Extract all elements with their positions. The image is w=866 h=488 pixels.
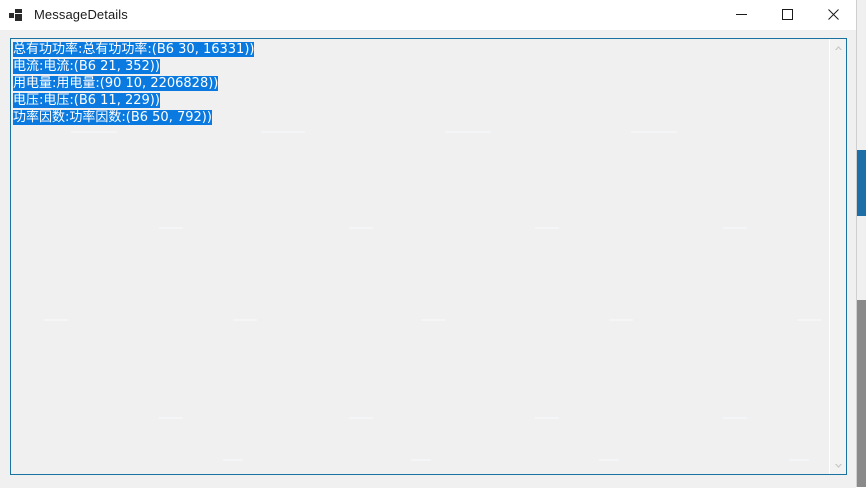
text-line: 电压:电压:(B6 11, 229)) bbox=[13, 92, 829, 109]
text-line: 总有功功率:总有功功率:(B6 30, 16331)) bbox=[13, 41, 829, 58]
scrollbar-up-button[interactable] bbox=[830, 39, 846, 56]
text-line: 用电量:用电量:(90 10, 2206828)) bbox=[13, 75, 829, 92]
background-window-scrollbar[interactable] bbox=[856, 0, 866, 487]
text-line-selected: 用电量:用电量:(90 10, 2206828)) bbox=[13, 76, 219, 91]
maximize-icon bbox=[781, 9, 793, 20]
close-icon bbox=[827, 9, 839, 20]
textbox-vertical-scrollbar[interactable] bbox=[829, 39, 846, 474]
minimize-button[interactable] bbox=[718, 0, 764, 29]
caption-button-group bbox=[718, 0, 856, 29]
text-line-selected: 总有功功率:总有功功率:(B6 30, 16331)) bbox=[13, 42, 255, 57]
background-scrollbar-thumb-secondary[interactable] bbox=[857, 300, 866, 487]
chevron-down-icon bbox=[834, 463, 842, 468]
window-title: MessageDetails bbox=[34, 7, 128, 22]
textbox-text-content[interactable]: 总有功功率:总有功功率:(B6 30, 16331)) 电流:电流:(B6 21… bbox=[11, 39, 829, 474]
app-squares-icon bbox=[9, 7, 25, 23]
maximize-button[interactable] bbox=[764, 0, 810, 29]
text-line: 功率因数:功率因数:(B6 50, 792)) bbox=[13, 109, 829, 126]
text-line-selected: 电压:电压:(B6 11, 229)) bbox=[13, 93, 160, 108]
scrollbar-down-button[interactable] bbox=[830, 457, 846, 474]
background-scrollbar-thumb[interactable] bbox=[857, 150, 866, 216]
message-details-textbox[interactable]: 总有功功率:总有功功率:(B6 30, 16331)) 电流:电流:(B6 21… bbox=[10, 38, 847, 475]
chevron-up-icon bbox=[834, 45, 842, 50]
window-client-area: 总有功功率:总有功功率:(B6 30, 16331)) 电流:电流:(B6 21… bbox=[0, 30, 856, 488]
minimize-icon bbox=[735, 14, 747, 15]
text-line-selected: 功率因数:功率因数:(B6 50, 792)) bbox=[13, 110, 212, 125]
close-button[interactable] bbox=[810, 0, 856, 29]
text-line: 电流:电流:(B6 21, 352)) bbox=[13, 58, 829, 75]
window-titlebar[interactable]: MessageDetails bbox=[0, 0, 856, 30]
text-line-selected: 电流:电流:(B6 21, 352)) bbox=[13, 59, 160, 74]
